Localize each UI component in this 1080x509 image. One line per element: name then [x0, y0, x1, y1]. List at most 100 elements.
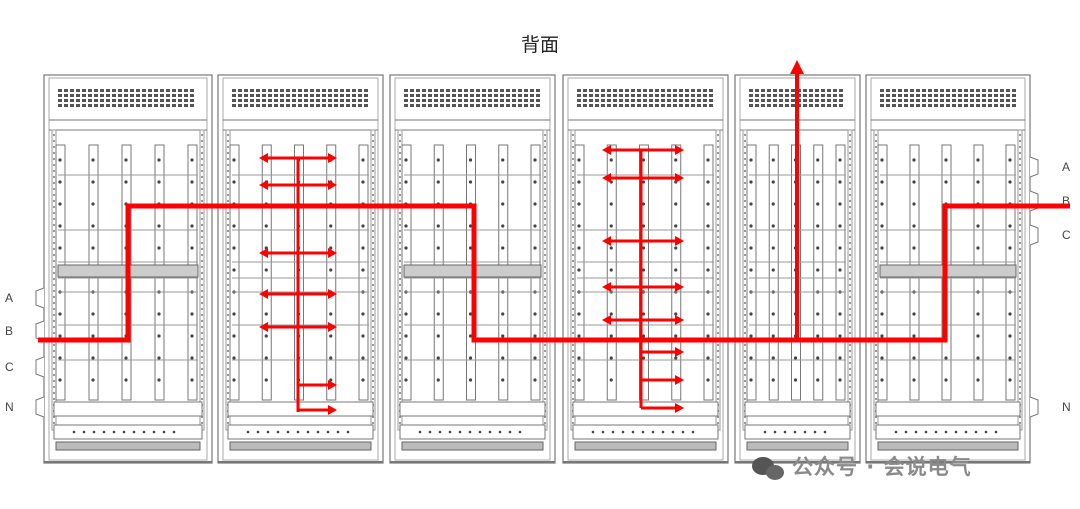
- vent-slot: [262, 89, 266, 92]
- vent-slot: [625, 104, 629, 107]
- vent-slot: [827, 99, 831, 102]
- bolt: [838, 312, 842, 316]
- bolt: [232, 378, 236, 382]
- breaker-terminal: [879, 264, 1017, 278]
- bolt: [749, 246, 753, 250]
- rail-hole: [399, 356, 401, 358]
- vent-slot: [434, 104, 438, 107]
- bolt: [157, 378, 161, 382]
- rail-hole: [572, 422, 574, 424]
- rail-hole: [53, 146, 55, 148]
- rail-hole: [544, 380, 546, 382]
- bolt: [674, 312, 678, 316]
- vent-slot: [673, 104, 677, 107]
- vent-slot: [994, 89, 998, 92]
- vent-slot: [613, 104, 617, 107]
- bolt: [706, 202, 710, 206]
- vent-slot: [458, 94, 462, 97]
- rail-hole: [53, 368, 55, 370]
- rail-hole: [1019, 236, 1021, 238]
- rail-hole: [875, 326, 877, 328]
- rail-hole: [717, 368, 719, 370]
- vent-slot: [988, 89, 992, 92]
- vent-slot: [470, 104, 474, 107]
- rail-hole: [744, 236, 746, 238]
- rail-hole: [875, 296, 877, 298]
- vent-slot: [172, 104, 176, 107]
- vent-slot: [1000, 94, 1004, 97]
- bolt: [976, 356, 980, 360]
- vent-slot: [952, 89, 956, 92]
- vertical-busbar: [606, 144, 617, 401]
- vent-slot: [364, 99, 368, 102]
- wechat-icon: [752, 457, 784, 480]
- bolt: [58, 158, 62, 162]
- vent-slot: [773, 104, 777, 107]
- rail-hole: [717, 422, 719, 424]
- rail-hole: [399, 194, 401, 196]
- rail-hole: [227, 350, 229, 352]
- vent-slot: [815, 104, 819, 107]
- vent-slot: [691, 94, 695, 97]
- rail-hole: [372, 266, 374, 268]
- rail-hole: [53, 350, 55, 352]
- vent-slot: [124, 104, 128, 107]
- bolt: [468, 378, 473, 382]
- rail-hole: [717, 182, 719, 184]
- vent-slot: [827, 94, 831, 97]
- bolt: [533, 202, 537, 206]
- vent-slot: [649, 104, 653, 107]
- dot: [266, 430, 270, 434]
- rail-hole: [201, 260, 203, 262]
- bolt: [641, 246, 646, 250]
- rail-hole: [544, 164, 546, 166]
- vent-slot: [928, 94, 932, 97]
- vent-slot: [637, 89, 641, 92]
- rail-hole: [227, 422, 229, 424]
- rail-hole: [849, 248, 851, 250]
- vent-slot: [250, 99, 254, 102]
- diagram-title: 背面: [520, 34, 559, 56]
- rail-hole: [399, 314, 401, 316]
- vent-slot: [809, 89, 813, 92]
- rail-hole: [372, 236, 374, 238]
- bolt: [976, 312, 980, 316]
- vent-slot: [673, 99, 677, 102]
- rail-hole: [201, 134, 203, 136]
- bolt: [436, 378, 440, 382]
- vent-slot: [434, 94, 438, 97]
- bolt: [706, 334, 710, 338]
- vent-slot: [322, 104, 326, 107]
- rail-hole: [53, 176, 55, 178]
- vent-slot: [88, 104, 92, 107]
- vent-slot: [821, 104, 825, 107]
- rail-hole: [744, 350, 746, 352]
- vent-slot: [142, 104, 146, 107]
- bolt: [91, 334, 95, 338]
- vent-slot: [661, 104, 665, 107]
- vent-slot: [583, 104, 587, 107]
- vent-slot: [839, 104, 843, 107]
- bolt: [609, 334, 613, 338]
- rail-hole: [53, 386, 55, 388]
- rail-hole: [227, 362, 229, 364]
- rail-hole: [744, 212, 746, 214]
- vent-slot: [904, 94, 908, 97]
- bottom-plate: [572, 424, 719, 440]
- bolt: [91, 224, 95, 228]
- bolt: [912, 356, 916, 360]
- rail-hole: [849, 236, 851, 238]
- vent-slot: [88, 94, 92, 97]
- bolt: [771, 224, 775, 228]
- dot: [276, 430, 280, 434]
- vent-slot: [130, 104, 134, 107]
- rail-hole: [717, 212, 719, 214]
- rail-hole: [744, 386, 746, 388]
- dot: [428, 430, 432, 434]
- vent-slot: [791, 104, 795, 107]
- dot: [142, 430, 146, 434]
- dot: [611, 430, 615, 434]
- rail-hole: [227, 230, 229, 232]
- vent-slot: [304, 104, 308, 107]
- bolt: [838, 334, 842, 338]
